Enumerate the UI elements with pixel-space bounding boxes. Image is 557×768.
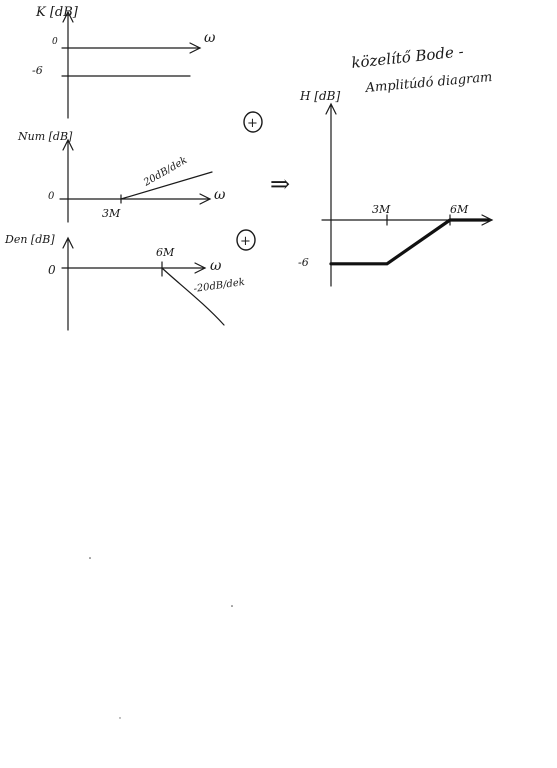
- result-y-axis-arrow: [325, 102, 337, 115]
- num-plot: Num [dB] ω 0 3M 20dB/dek: [17, 130, 226, 223]
- plus-sign-2: +: [240, 234, 251, 249]
- k-tick-zero: 0: [52, 37, 58, 47]
- plus-circle-2: [236, 229, 256, 251]
- plus-circle-1: [243, 111, 263, 133]
- implies-arrow: ⇒: [270, 170, 290, 198]
- result-curve: [329, 218, 490, 266]
- den-x-axis-arrow: [194, 262, 207, 274]
- plus-operator-1: +: [243, 111, 263, 133]
- result-ylabel: H [dB]: [299, 89, 340, 103]
- num-break-label: 3M: [102, 207, 121, 220]
- den-y-axis-arrow: [62, 236, 74, 249]
- k-ylabel: K [dB]: [35, 5, 79, 20]
- result-tick-neg6: -6: [298, 256, 309, 269]
- num-slope-label: 20dB/dek: [141, 155, 189, 189]
- scan-dot: [231, 605, 233, 607]
- den-slope-label: -20dB/dek: [193, 277, 246, 295]
- den-xlabel: ω: [210, 258, 222, 274]
- num-x-axis-arrow: [199, 193, 212, 205]
- k-y-axis-arrow: [62, 10, 74, 23]
- k-plot: K [dB] ω 0 -6: [32, 5, 216, 119]
- plus-sign-1: +: [247, 116, 258, 131]
- result-break1-label: 3M: [372, 203, 391, 216]
- result-title-line2: Amplitúdó diagram: [364, 70, 493, 96]
- den-break-label: 6M: [156, 246, 175, 259]
- result-title-line1: közelítő Bode -: [351, 42, 465, 72]
- plus-operator-2: +: [236, 229, 256, 251]
- num-slope-line: [120, 171, 213, 200]
- den-tick-zero: 0: [48, 263, 56, 277]
- result-x-axis-arrow: [481, 214, 494, 226]
- num-ylabel: Num [dB]: [17, 130, 73, 143]
- den-ylabel: Den [dB]: [4, 233, 55, 246]
- k-x-axis-arrow: [189, 42, 202, 54]
- den-slope-line: [161, 267, 225, 326]
- result-plot: közelítő Bode - Amplitúdó diagram H [dB]…: [298, 42, 494, 287]
- scan-dot: [119, 717, 121, 719]
- num-tick-zero: 0: [48, 191, 55, 202]
- den-plot: Den [dB] ω 0 6M -20dB/dek: [4, 233, 246, 331]
- num-xlabel: ω: [214, 187, 226, 203]
- num-y-axis-arrow: [62, 138, 74, 151]
- k-tick-neg6: -6: [32, 64, 43, 77]
- scan-dot: [89, 557, 91, 559]
- k-xlabel: ω: [204, 30, 216, 46]
- result-break2-label: 6M: [450, 203, 469, 216]
